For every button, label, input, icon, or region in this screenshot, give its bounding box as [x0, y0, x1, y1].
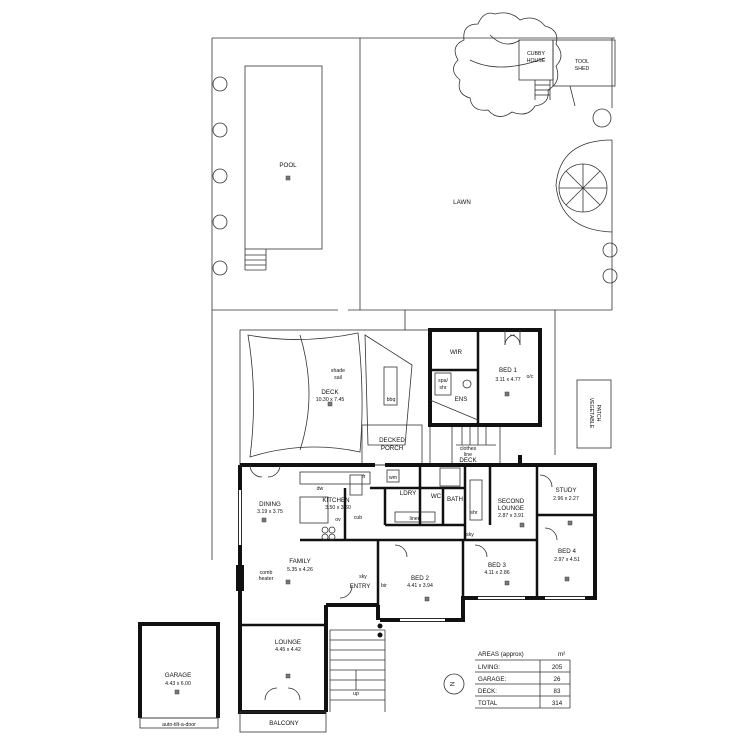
clothes-label-2: line [464, 452, 472, 458]
fr-label: fr [362, 474, 365, 480]
cubby-label-2: HOUSE [527, 58, 546, 64]
ens-label: ENS [455, 396, 468, 403]
doors [249, 464, 558, 701]
shrubs [212, 76, 618, 284]
dining-dim: 3.19 x 3.75 [257, 509, 283, 515]
family-dim: 5.35 x 4.26 [287, 567, 313, 573]
study-label: STUDY [556, 487, 577, 494]
ldry-label: LDRY [400, 490, 416, 497]
bed4-dim: 2.97 x 4.51 [554, 557, 580, 563]
wc-label: WC [431, 493, 442, 500]
pool-label: POOL [279, 162, 297, 169]
kitchen-label: KITCHEN [322, 497, 349, 504]
shr-label: shr [470, 510, 477, 516]
bed3-dim: 4.11 x 2.86 [484, 570, 509, 576]
up-label: up [353, 691, 359, 697]
sky-label: sky [466, 532, 474, 538]
site-boundary [211, 37, 615, 560]
garage [138, 622, 220, 729]
areas-row-value: 314 [552, 700, 563, 707]
entry-label: ENTRY [350, 583, 371, 590]
lawn-label: LAWN [453, 199, 471, 206]
areas-row-label: TOTAL [478, 700, 498, 707]
garage-door-label: auto-tilt-a-door [162, 722, 196, 728]
bed1-label: BED 1 [499, 367, 517, 374]
ov-label: ov [335, 517, 341, 523]
decked-porch-label-2: PORCH [381, 445, 403, 452]
comb-heater-block [236, 565, 244, 591]
bir-label: bir [381, 583, 387, 589]
areas-row-label: LIVING: [478, 664, 500, 671]
family-label: FAMILY [289, 558, 311, 565]
bed1-oc: o/c [527, 374, 534, 380]
cub-label: cub [354, 515, 362, 521]
vegetable-patch [576, 379, 612, 449]
areas-row-label: DECK: [478, 688, 497, 695]
bed4-label: BED 4 [558, 548, 576, 555]
areas-title: AREAS (approx) [478, 651, 524, 658]
vegetable-label: VEGETABLE [588, 398, 594, 429]
second-lounge-label: SECOND [498, 498, 525, 505]
sail-label: sail [334, 375, 342, 381]
round-planter [555, 139, 613, 233]
wir-label: WIR [450, 349, 463, 356]
areas-table: AREAS (approx) m² LIVING: 205 GARAGE: 26… [475, 651, 571, 709]
areas-row-value: 205 [552, 664, 563, 671]
bed3-label: BED 3 [488, 562, 506, 569]
pool [244, 65, 323, 250]
patch-label: PATCH [595, 405, 601, 422]
lounge-dim: 4.45 x 4.42 [275, 647, 301, 653]
shade-label: shade [331, 368, 345, 374]
heater-label: heater [259, 576, 274, 582]
north-label: N [448, 682, 455, 686]
dining-label: DINING [259, 501, 281, 508]
tool-shed-label-2: SHED [575, 66, 590, 72]
decked-porch-label: DECKED [379, 437, 405, 444]
garage-label: GARAGE [165, 672, 191, 679]
kitchen-island [299, 496, 329, 524]
spa-label: spa/ [438, 378, 448, 384]
areas-row-value: 26 [554, 676, 561, 683]
pool-steps [244, 249, 267, 271]
areas-unit: m² [558, 651, 565, 658]
wm-label: wm [389, 475, 397, 481]
balcony [239, 711, 327, 733]
tool-shed-label: TOOL [575, 59, 589, 65]
comb-label: comb [260, 570, 273, 576]
dw-label: dw [317, 486, 324, 492]
second-lounge-dim: 2.87 x 3.91 [498, 513, 524, 519]
second-lounge-label-2: LOUNGE [498, 505, 524, 512]
linen-label: linen [410, 516, 421, 522]
bbq-label: bbq [387, 397, 396, 403]
lounge-label: LOUNGE [275, 639, 301, 646]
deck-dim: 10.30 x 7.45 [316, 397, 345, 403]
spa-label-2: shr [439, 385, 446, 391]
bed1-wing [428, 328, 542, 427]
tool-shed [552, 39, 616, 87]
study-dim: 2.96 x 2.27 [553, 496, 579, 502]
room-markers [174, 175, 573, 695]
cubby-label: CUBBY [527, 51, 545, 57]
sky-label-2: sky [359, 574, 367, 580]
clothes-label: clothes [460, 446, 477, 452]
entry-stairs [329, 623, 386, 712]
areas-row-label: GARAGE: [478, 676, 506, 683]
kitchen-dim: 3.50 x 3.60 [325, 505, 351, 511]
bath-label: BATH [447, 496, 463, 503]
shade-sail [247, 332, 363, 458]
garage-dim: 4.43 x 6.00 [165, 681, 191, 687]
tree-canopy [453, 12, 562, 117]
room-labels: CUBBY HOUSE TOOL SHED POOL LAWN VEGETABL… [162, 51, 601, 728]
bed2-label: BED 2 [411, 575, 429, 582]
bed2-dim: 4.41 x 3.94 [407, 583, 433, 589]
bed1-dim: 3.11 x 4.77 [495, 377, 520, 383]
north-arrow: N [443, 673, 465, 695]
deck-label: DECK [321, 389, 339, 396]
balcony-label: BALCONY [269, 720, 299, 727]
windows [238, 490, 585, 622]
clothes-deck-label: DECK [459, 457, 477, 464]
areas-row-value: 83 [554, 688, 561, 695]
